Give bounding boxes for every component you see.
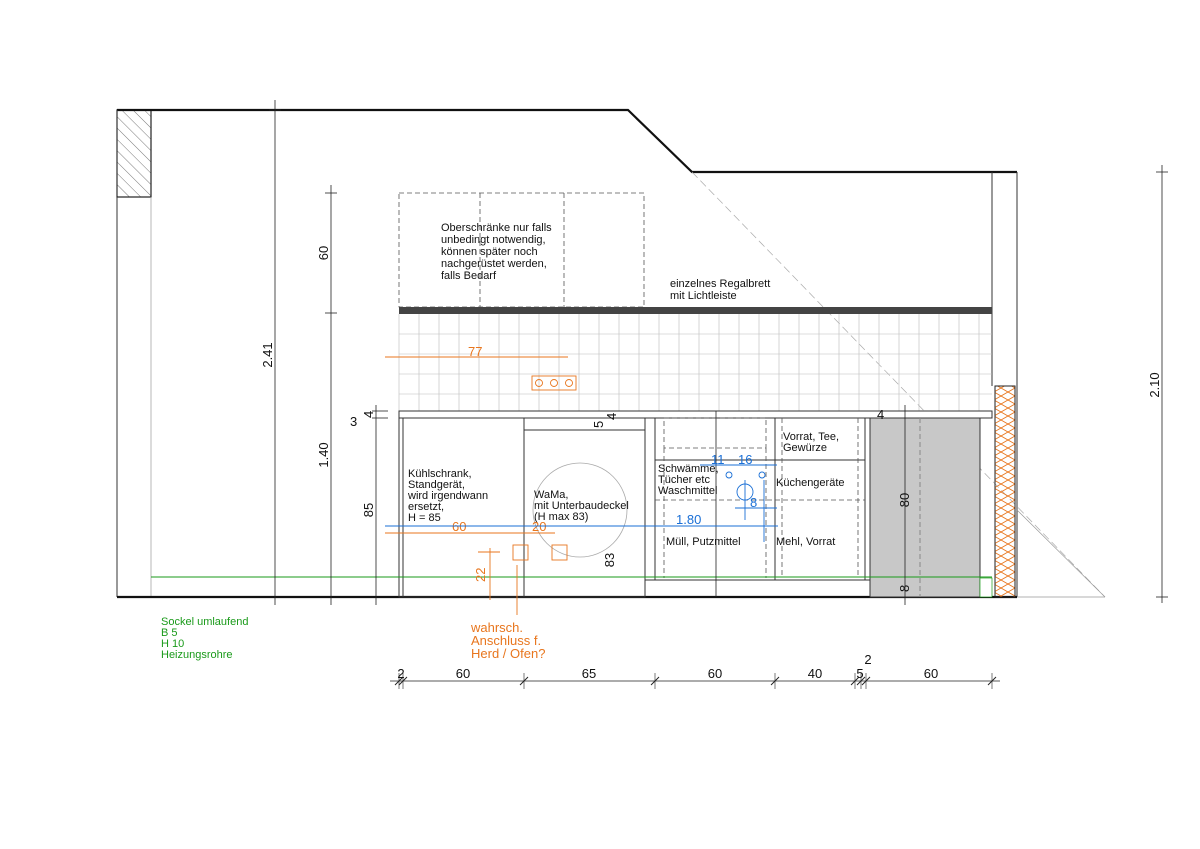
right-bottom-note: Mehl, Vorrat [776, 536, 835, 548]
plinth-note: Sockel umlaufend B 5 H 10 Heizungsrohre [161, 616, 252, 661]
base-cabinets [398, 417, 993, 598]
dim-orange-22: 22 [473, 568, 488, 582]
bottom-dim-label: 60 [924, 666, 938, 681]
dim-orange-20: 20 [532, 519, 546, 534]
dim-blue-11: 11 [711, 452, 725, 467]
countertop [398, 410, 993, 419]
dim-blue-16: 16 [738, 452, 752, 467]
bottom-dim-label: 65 [582, 666, 596, 681]
dim-top-thk2: 4 [361, 411, 376, 418]
backsplash-tiles [398, 314, 992, 411]
dim-total-height: 2.41 [260, 342, 275, 367]
sink-top-note: Schwämme, Tücher etc Waschmittel [658, 463, 722, 497]
dim-base: 85 [361, 503, 376, 517]
fridge-note: Kühlschrank, Standgerät, wird irgendwann… [407, 468, 491, 524]
vertical-dimensions [269, 100, 1168, 605]
insulation-wall [994, 385, 1016, 598]
dim-right-height: 2.10 [1147, 372, 1162, 397]
shelf-note: einzelnes Regalbrett mit Lichtleiste [670, 278, 773, 302]
blue-annotations [385, 464, 778, 542]
upper-cabinets-note: Oberschränke nur falls unbedingt notwend… [441, 222, 555, 282]
bottom-dim-label: 60 [708, 666, 722, 681]
dim-top-thk: 3 [350, 414, 357, 429]
bottom-dim-label: 5 [856, 666, 863, 681]
bottom-dim-label: 60 [456, 666, 470, 681]
dim-gray-top: 4 [877, 407, 884, 422]
shelf [399, 307, 992, 314]
dim-gray-8: 8 [897, 585, 912, 592]
dim-washer-gap: 5 [591, 421, 606, 428]
washer-note: WaMa, mit Unterbaudeckel (H max 83) [534, 489, 632, 523]
sink-bottom-note: Müll, Putzmittel [666, 536, 741, 548]
dim-blue-180: 1.80 [676, 512, 701, 527]
dim-washer-h: 83 [602, 553, 617, 567]
connection-note: wahrsch. Anschluss f. Herd / Ofen? [470, 620, 545, 661]
dim-gray-80: 80 [897, 493, 912, 507]
bottom-dim-label: 2 [864, 652, 871, 667]
bottom-dim-label: 2 [397, 666, 404, 681]
dim-orange-60: 60 [452, 519, 466, 534]
dim-backsplash-width: 77 [468, 344, 482, 359]
orange-annotations [385, 356, 577, 615]
right-mid-note: Küchengeräte [776, 477, 845, 489]
right-top-note: Vorrat, Tee, Gewürze [783, 431, 842, 454]
bottom-dim-label: 40 [808, 666, 822, 681]
dim-upper: 60 [316, 246, 331, 260]
dim-mid: 1.40 [316, 442, 331, 467]
dim-washer-gap-4: 4 [604, 413, 619, 420]
dim-blue-8: 8 [750, 495, 757, 510]
